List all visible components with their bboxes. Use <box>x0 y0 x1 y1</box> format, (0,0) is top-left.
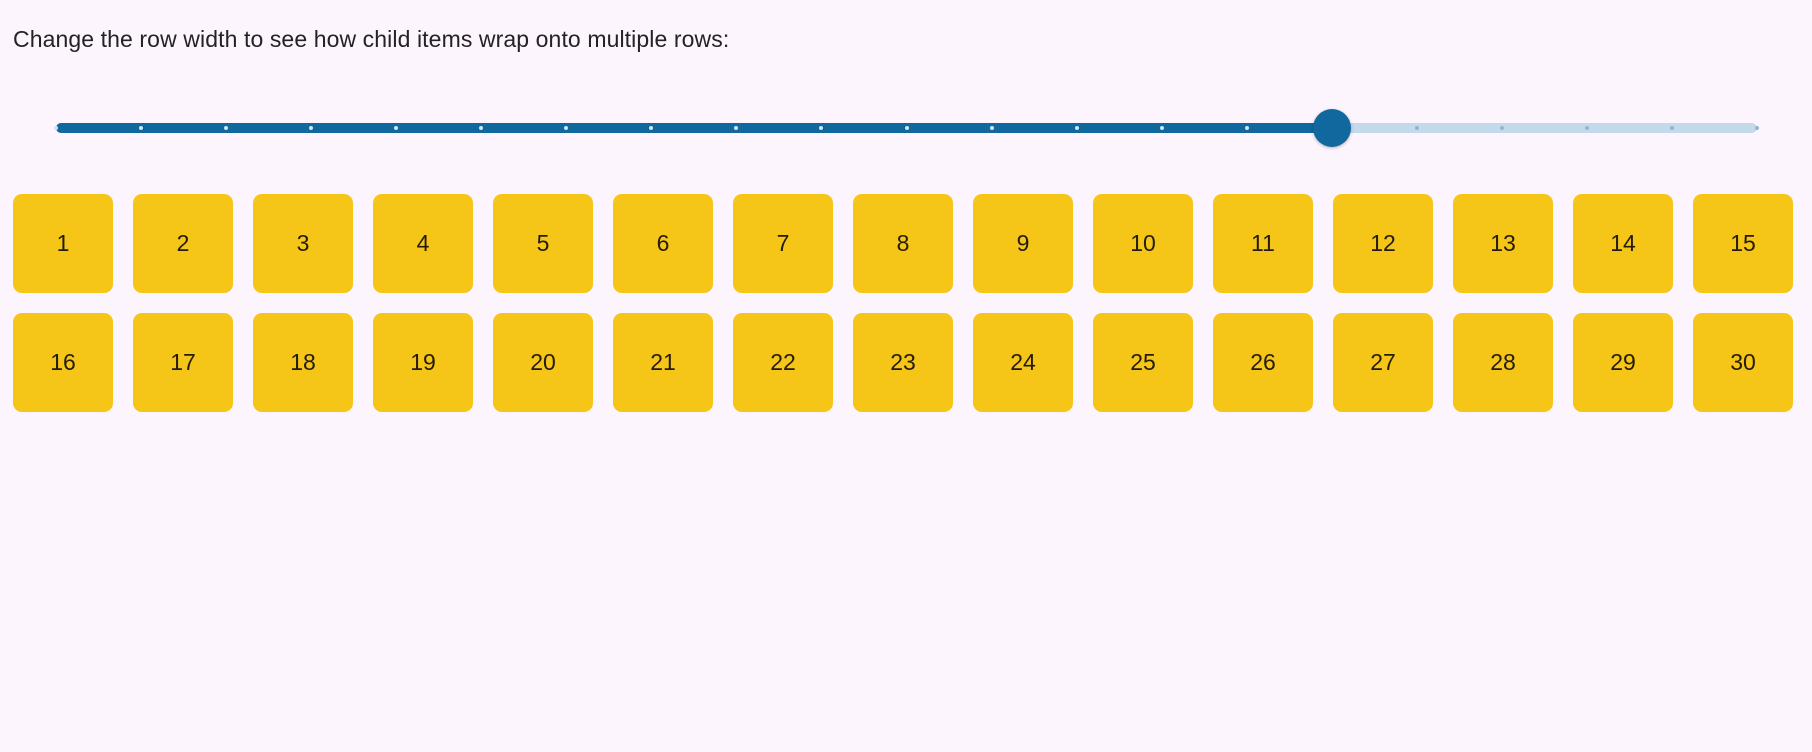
wrap-item: 13 <box>1453 194 1553 293</box>
wrap-item: 8 <box>853 194 953 293</box>
instruction-text: Change the row width to see how child it… <box>13 26 730 52</box>
slider-filled-track <box>56 123 1332 133</box>
wrap-item-label: 13 <box>1490 230 1516 256</box>
wrap-item: 17 <box>133 313 233 412</box>
slider-tick <box>54 126 58 130</box>
wrap-item-label: 27 <box>1370 349 1396 375</box>
wrap-item: 18 <box>253 313 353 412</box>
wrap-item: 19 <box>373 313 473 412</box>
wrap-item-label: 25 <box>1130 349 1156 375</box>
slider-tick <box>224 126 229 130</box>
slider-tick <box>1074 126 1079 130</box>
slider-tick <box>904 126 909 130</box>
wrap-item-label: 4 <box>416 230 430 256</box>
wrap-item-label: 19 <box>410 349 436 375</box>
wrap-item-label: 3 <box>296 230 310 256</box>
wrap-item-label: 10 <box>1130 230 1156 256</box>
wrap-item: 29 <box>1573 313 1673 412</box>
wrap-item: 7 <box>733 194 833 293</box>
wrap-item: 1 <box>13 194 113 293</box>
wrap-item-label: 8 <box>896 230 910 256</box>
wrap-item: 9 <box>973 194 1073 293</box>
wrap-item-label: 30 <box>1730 349 1756 375</box>
slider-tick <box>1584 126 1589 130</box>
wrap-item: 4 <box>373 194 473 293</box>
wrap-item: 16 <box>13 313 113 412</box>
wrap-item-label: 9 <box>1016 230 1030 256</box>
slider-tick <box>1755 126 1759 130</box>
slider-tick <box>1244 126 1249 130</box>
wrap-item-label: 28 <box>1490 349 1516 375</box>
wrap-item-label: 18 <box>290 349 316 375</box>
wrap-item: 14 <box>1573 194 1673 293</box>
slider-tick <box>1669 126 1674 130</box>
wrap-item: 2 <box>133 194 233 293</box>
wrap-item: 12 <box>1333 194 1433 293</box>
slider-tick <box>309 126 314 130</box>
wrap-item-label: 29 <box>1610 349 1636 375</box>
slider-tick <box>139 126 144 130</box>
wrap-item: 27 <box>1333 313 1433 412</box>
wrap-item-label: 15 <box>1730 230 1756 256</box>
wrap-item: 15 <box>1693 194 1793 293</box>
slider-tick <box>989 126 994 130</box>
wrap-item: 26 <box>1213 313 1313 412</box>
wrap-item-label: 21 <box>650 349 676 375</box>
wrap-item-label: 23 <box>890 349 916 375</box>
slider-tick <box>734 126 739 130</box>
slider-tick <box>1159 126 1164 130</box>
wrap-item: 20 <box>493 313 593 412</box>
wrap-item-label: 12 <box>1370 230 1396 256</box>
wrap-item: 30 <box>1693 313 1793 412</box>
wrap-item-label: 20 <box>530 349 556 375</box>
wrap-item-label: 5 <box>536 230 550 256</box>
wrap-item-label: 2 <box>176 230 190 256</box>
slider-tick <box>564 126 569 130</box>
slider-tick <box>394 126 399 130</box>
wrap-item: 23 <box>853 313 953 412</box>
wrap-item-label: 1 <box>56 230 70 256</box>
wrap-item: 21 <box>613 313 713 412</box>
row-width-slider[interactable] <box>54 108 1759 148</box>
wrap-item-label: 6 <box>656 230 670 256</box>
wrap-item-label: 16 <box>50 349 76 375</box>
wrap-item: 5 <box>493 194 593 293</box>
slider-tick-marks <box>54 123 1759 133</box>
wrap-item-label: 7 <box>776 230 790 256</box>
wrap-item: 24 <box>973 313 1073 412</box>
wrap-item: 6 <box>613 194 713 293</box>
wrap-item: 28 <box>1453 313 1553 412</box>
wrap-item-label: 26 <box>1250 349 1276 375</box>
slider-tick <box>819 126 824 130</box>
slider-thumb[interactable] <box>1312 109 1351 147</box>
wrap-item: 3 <box>253 194 353 293</box>
slider-tick <box>1499 126 1504 130</box>
wrap-item-label: 11 <box>1251 230 1275 256</box>
wrap-item: 10 <box>1093 194 1193 293</box>
wrap-item: 22 <box>733 313 833 412</box>
wrap-item: 11 <box>1213 194 1313 293</box>
slider-tick <box>479 126 484 130</box>
wrap-item-label: 24 <box>1010 349 1036 375</box>
slider-tick <box>1414 126 1419 130</box>
wrap-item-label: 22 <box>770 349 796 375</box>
wrap-item: 25 <box>1093 313 1193 412</box>
wrap-item-label: 17 <box>170 349 196 375</box>
slider-tick <box>649 126 654 130</box>
wrap-item-label: 14 <box>1610 230 1636 256</box>
